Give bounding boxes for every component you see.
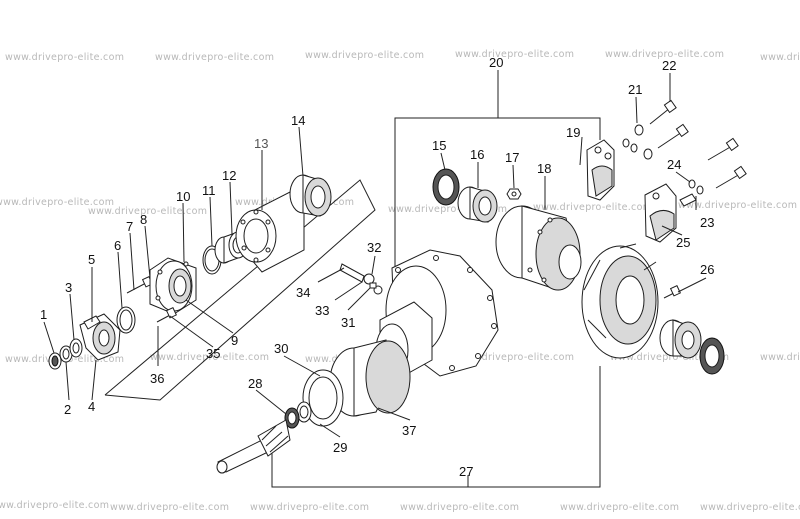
part-31-34-plug (339, 263, 383, 295)
watermark-text: www.drivepro-elite.com (155, 52, 274, 63)
part-23-25-cap (644, 179, 704, 243)
part-14-bearing (289, 174, 332, 217)
watermark-text: www.drivepro-elite.com (88, 206, 207, 217)
callout-32: 32 (367, 240, 381, 255)
part-17-nut (506, 188, 522, 200)
callout-8: 8 (140, 212, 147, 227)
part-30-gasket (302, 369, 344, 427)
bracket-27 (271, 366, 601, 488)
part-9-10-flange (149, 257, 197, 315)
callout-27: 27 (459, 464, 473, 479)
callout-12: 12 (222, 168, 236, 183)
part-6-oring (116, 306, 136, 334)
callout-numbers: 1 2 3 4 5 6 7 8 9 10 11 12 13 14 15 16 1… (40, 55, 714, 479)
part-26-ring-gear (581, 243, 681, 359)
callout-24: 24 (667, 157, 681, 172)
callout-36: 36 (150, 371, 164, 386)
watermark-text: www.drivepro-elite.com (455, 49, 574, 60)
callout-34: 34 (296, 285, 310, 300)
part-pinion-shaft (216, 419, 291, 474)
watermark-text: www.drivepro-elite.com (605, 49, 724, 60)
callout-6: 6 (114, 238, 121, 253)
watermark-text: www.drivepro-elite.com (455, 352, 574, 363)
part-4-5-yoke (79, 313, 121, 361)
callout-15: 15 (432, 138, 446, 153)
watermark-text: www.drivepro-elite.com (700, 502, 800, 513)
callout-22: 22 (662, 58, 676, 73)
callout-35: 35 (206, 346, 220, 361)
watermark-text: www.drivepro-elite.com (388, 204, 507, 215)
part-ring-bearing (659, 319, 725, 375)
callout-29: 29 (333, 440, 347, 455)
callout-28: 28 (248, 376, 262, 391)
callout-37: 37 (402, 423, 416, 438)
watermark-text: www.drivepro-elite.com (760, 52, 800, 63)
callout-9: 9 (231, 333, 238, 348)
watermark-text: www.drivepro-elite.com (305, 50, 424, 61)
callout-17: 17 (505, 150, 519, 165)
callout-21: 21 (628, 82, 642, 97)
part-19-cap (586, 139, 615, 201)
callout-19: 19 (566, 125, 580, 140)
part-35-36-bolt (156, 307, 177, 323)
watermark-text: www.drivepro-elite.com (110, 502, 229, 513)
callout-7: 7 (126, 219, 133, 234)
watermark-text: www.drivepro-elite.com (678, 200, 797, 211)
callout-16: 16 (470, 147, 484, 162)
part-1-ring (48, 352, 62, 370)
watermark-text: www.drivepro-elite.com (760, 352, 800, 363)
callout-13: 13 (254, 136, 268, 151)
part-28-bearing (284, 407, 300, 429)
watermark-text: www.drivepro-elite.com (5, 52, 124, 63)
part-13-carrier (235, 191, 305, 273)
parts (48, 99, 747, 474)
callout-2: 2 (64, 402, 71, 417)
callout-26: 26 (700, 262, 714, 277)
watermark-text: www.drivepro-elite.com (533, 202, 652, 213)
callout-5: 5 (88, 252, 95, 267)
part-21-22-bolts (622, 99, 747, 189)
callout-10: 10 (176, 189, 190, 204)
part-37-sleeve (329, 339, 411, 417)
callout-25: 25 (676, 235, 690, 250)
watermark-text: www.drivepro-elite.com (400, 502, 519, 513)
callout-3: 3 (65, 280, 72, 295)
callout-4: 4 (88, 399, 95, 414)
callout-30: 30 (274, 341, 288, 356)
part-3-washer (69, 338, 83, 358)
callout-14: 14 (291, 113, 305, 128)
watermark-text: www.drivepro-elite.com (0, 197, 114, 208)
part-16-cone (457, 186, 498, 223)
callout-23: 23 (700, 215, 714, 230)
watermark-text: www.drivepro-elite.com (610, 352, 729, 363)
watermark-text: www.drivepro-elite.com (150, 352, 269, 363)
callout-11: 11 (202, 183, 216, 198)
leader-lines (43, 73, 707, 438)
part-15-cup (432, 168, 460, 206)
callout-18: 18 (537, 161, 551, 176)
callout-1: 1 (40, 307, 47, 322)
part-18-diff-case (495, 205, 582, 291)
callout-33: 33 (315, 303, 329, 318)
watermark-text: www.drivepro-elite.com (560, 502, 679, 513)
callout-31: 31 (341, 315, 355, 330)
watermark-text: www.drivepro-elite.com (0, 500, 109, 511)
watermark-text: www.drivepro-elite.com (250, 502, 369, 513)
callout-20: 20 (489, 55, 503, 70)
